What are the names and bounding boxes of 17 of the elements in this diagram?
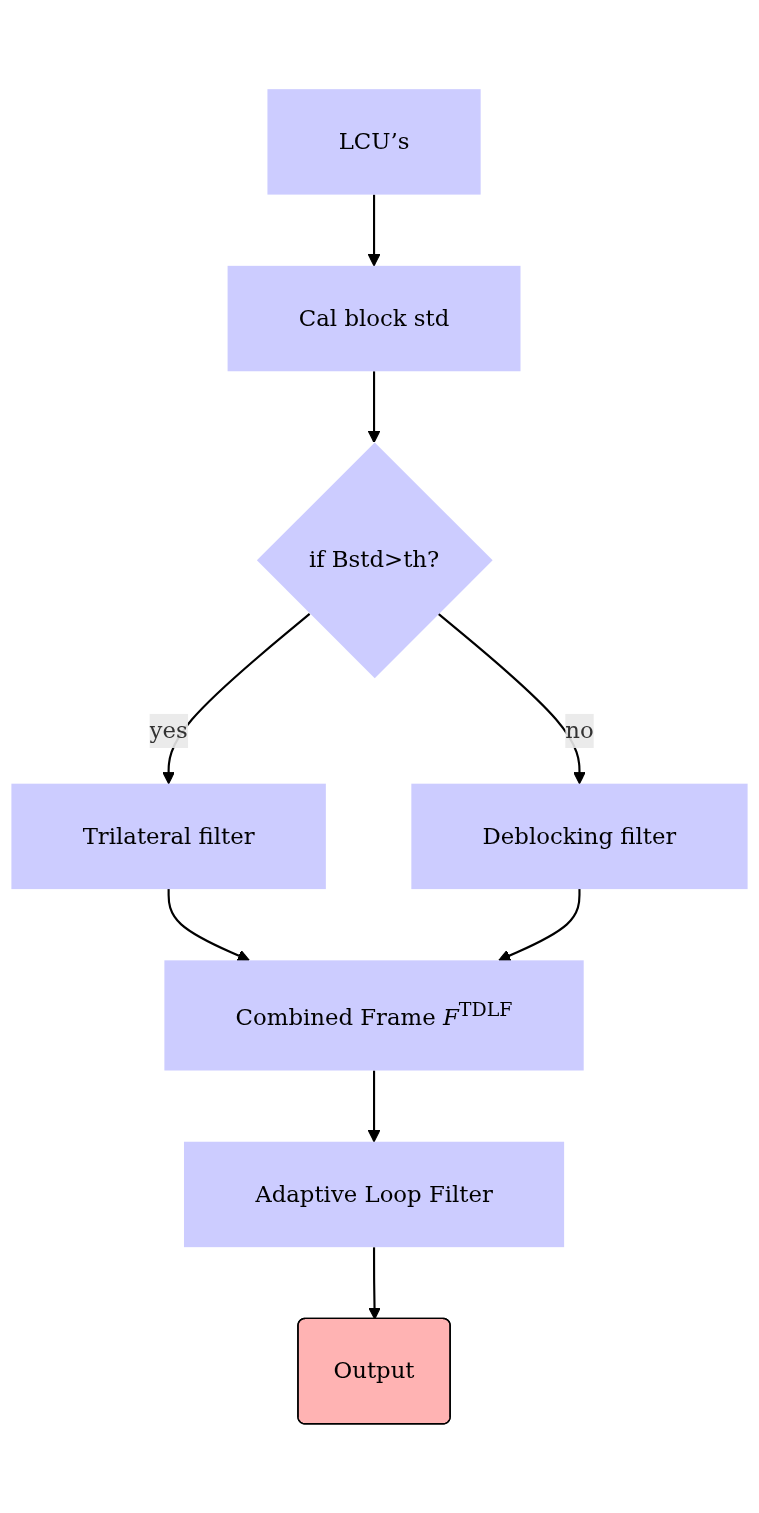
arrow: [167, 889, 250, 962]
node-diamond: if Bstd>th?: [256, 442, 493, 679]
arrow: [368, 1247, 381, 1320]
arrow: [367, 194, 381, 267]
edge-label: no: [565, 716, 594, 744]
node-box: Cal block std: [227, 265, 521, 372]
arrow: [367, 1070, 381, 1143]
arrow: [367, 371, 381, 444]
arrow: [437, 613, 586, 785]
edge-label: yes: [149, 716, 188, 744]
node-box: Deblocking filter: [411, 783, 748, 890]
arrow: [498, 889, 581, 962]
node-box: Adaptive Loop Filter: [183, 1141, 565, 1248]
node-box: Trilateral filter: [11, 783, 326, 890]
node-box: Combined Frame F$^{TDLF}$: [164, 960, 584, 1071]
node-box: LCU’s: [267, 89, 481, 195]
arrow: [162, 613, 311, 785]
